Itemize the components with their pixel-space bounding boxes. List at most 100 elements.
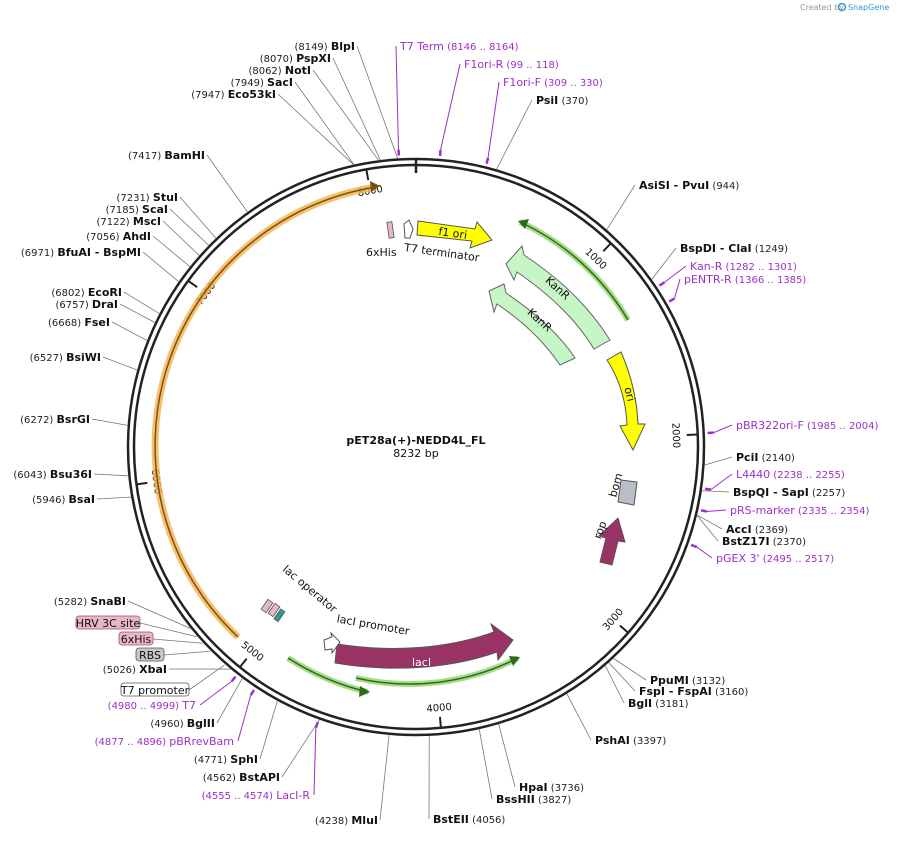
site-ecori: (6802) EcoRI: [51, 286, 122, 299]
primer-mark: [658, 281, 666, 287]
credit-product: SnapGene: [848, 3, 889, 12]
boxed-feature-6xhis: 6xHis: [118, 631, 203, 646]
feature-box-label: HRV 3C site: [76, 617, 141, 630]
site-leader-line: [696, 514, 723, 530]
site-bsteii: BstEII (4056): [433, 813, 505, 826]
site-leader-line: [91, 418, 128, 426]
site-bstz17i: BstZ17I (2370): [722, 535, 806, 548]
site-label: PsiI (370): [536, 94, 588, 107]
site-label: (8070) PspXI: [260, 52, 331, 65]
primer-leader-line: [710, 473, 733, 491]
plasmid-length: 8232 bp: [393, 447, 438, 460]
site-label: (5282) SnaBI: [54, 595, 126, 608]
site-label: PpuMI (3132): [650, 674, 725, 687]
primer-sites: T7 Term (8146 .. 8164)F1ori-R (99 .. 118…: [95, 40, 879, 802]
svg-text:bom: bom: [607, 472, 626, 499]
primer-kan-r: Kan-R (1282 .. 1301): [658, 260, 797, 287]
site-stui: (7231) StuI: [116, 191, 178, 204]
primer-label: (4877 .. 4896) pBRrevBam: [95, 735, 234, 748]
primer-leader-line: [440, 63, 461, 151]
site-bsai: (5946) BsaI: [32, 493, 95, 506]
site-label: BssHII (3827): [496, 793, 571, 806]
site-msci: (7122) MscI: [96, 215, 161, 228]
site-label: FspI - FspAI (3160): [639, 685, 748, 698]
site-label: BstEII (4056): [433, 813, 505, 826]
primer-pbr322ori-f: pBR322ori-F (1985 .. 2004): [707, 419, 878, 435]
site-leader-line: [478, 728, 493, 800]
site-bsrgi: (6272) BsrGI: [20, 413, 90, 426]
feature-box: [120, 682, 190, 697]
primer-leader-line: [713, 424, 733, 434]
site-drai: (6757) DraI: [55, 298, 118, 311]
primer-pbrrevbam: (4877 .. 4896) pBRrevBam: [95, 689, 256, 748]
site-bfuai: (6971) BfuAI - BspMI: [21, 246, 141, 259]
site-label: AsiSI - PvuI (944): [639, 179, 739, 192]
feature-bom: bom: [607, 472, 638, 506]
primer-mark: [230, 675, 237, 683]
svg-text:lacI promoter: lacI promoter: [336, 612, 411, 638]
primer-prs-marker: pRS-marker (2335 .. 2354): [700, 504, 870, 517]
site-label: (4238) MluI: [315, 814, 378, 827]
primer-pentr-r: pENTR-R (1366 .. 1385): [668, 273, 806, 303]
feature-box: [75, 615, 141, 630]
tick-label: 3000: [601, 607, 626, 633]
site-leader-line: [704, 456, 733, 466]
tick-mark: [438, 716, 442, 728]
primer-label: (4555 .. 4574) LacI-R: [202, 789, 311, 802]
primer-leader-line: [237, 694, 252, 742]
site-leader-line: [566, 693, 592, 741]
site-asisi: AsiSI - PvuI (944): [639, 179, 739, 192]
site-leader-line: [152, 235, 191, 268]
site-label: HpaI (3736): [519, 781, 584, 794]
site-pshai: PshAI (3397): [595, 734, 666, 747]
site-fsei: (6668) FseI: [48, 316, 110, 329]
site-bspqi: BspQI - SapI (2257): [733, 486, 845, 499]
site-blpi: (8149) BlpI: [294, 40, 355, 53]
primer-leader-line: [696, 546, 713, 559]
site-leader-line: [379, 734, 390, 821]
site-leader-line: [216, 677, 243, 724]
credit-prefix: Created by: [800, 3, 844, 12]
primer-label: pBR322ori-F (1985 .. 2004): [736, 419, 878, 432]
site-leader-line: [179, 196, 217, 239]
site-label: PshAI (3397): [595, 734, 666, 747]
site-leader-line: [127, 600, 192, 630]
site-leader-line: [651, 247, 677, 280]
site-label: (6527) BsiWI: [30, 351, 101, 364]
svg-text:ori: ori: [621, 386, 637, 403]
site-leader-line: [96, 496, 132, 500]
site-leader-line: [259, 700, 278, 760]
site-label: (4771) SphI: [194, 753, 258, 766]
site-bstapi: (4562) BstAPI: [203, 771, 280, 784]
site-leader-line: [119, 303, 156, 323]
site-leader-line: [277, 93, 354, 166]
feature-box-label: RBS: [139, 649, 161, 662]
primer-leader-line: [706, 509, 727, 513]
feature-f1-ori: f1 ori: [416, 220, 493, 249]
site-psii: PsiI (370): [536, 94, 588, 107]
primer-mark: [690, 543, 698, 549]
site-label: (4562) BstAPI: [203, 771, 280, 784]
primer-mark: [249, 689, 256, 696]
boxed-feature-rbs: RBS: [135, 647, 211, 662]
site-ahdi: (7056) AhdI: [86, 230, 151, 243]
site-bamhi: (7417) BamHI: [128, 149, 205, 162]
primer-mark: [668, 297, 676, 303]
site-label: (5026) XbaI: [103, 663, 167, 676]
site-label: (7417) BamHI: [128, 149, 205, 162]
feature-kanr-outer: KanR: [505, 244, 611, 350]
primer-mark: [485, 157, 490, 164]
tick-label: 5000: [239, 640, 266, 664]
tick-label: 4000: [426, 702, 452, 715]
feature-laci: lacI: [334, 622, 514, 669]
feature-6xhis-top: 6xHis: [366, 221, 397, 259]
backbone: [126, 157, 706, 737]
svg-text:rop: rop: [591, 519, 609, 540]
tick-mark: [239, 657, 248, 668]
site-label: BspQI - SapI (2257): [733, 486, 845, 499]
feature-leader-line: [163, 650, 211, 656]
site-label: BstZ17I (2370): [722, 535, 806, 548]
tick-mark: [136, 481, 148, 486]
boxed-feature-hrv-3c-site: HRV 3C site: [75, 615, 197, 638]
